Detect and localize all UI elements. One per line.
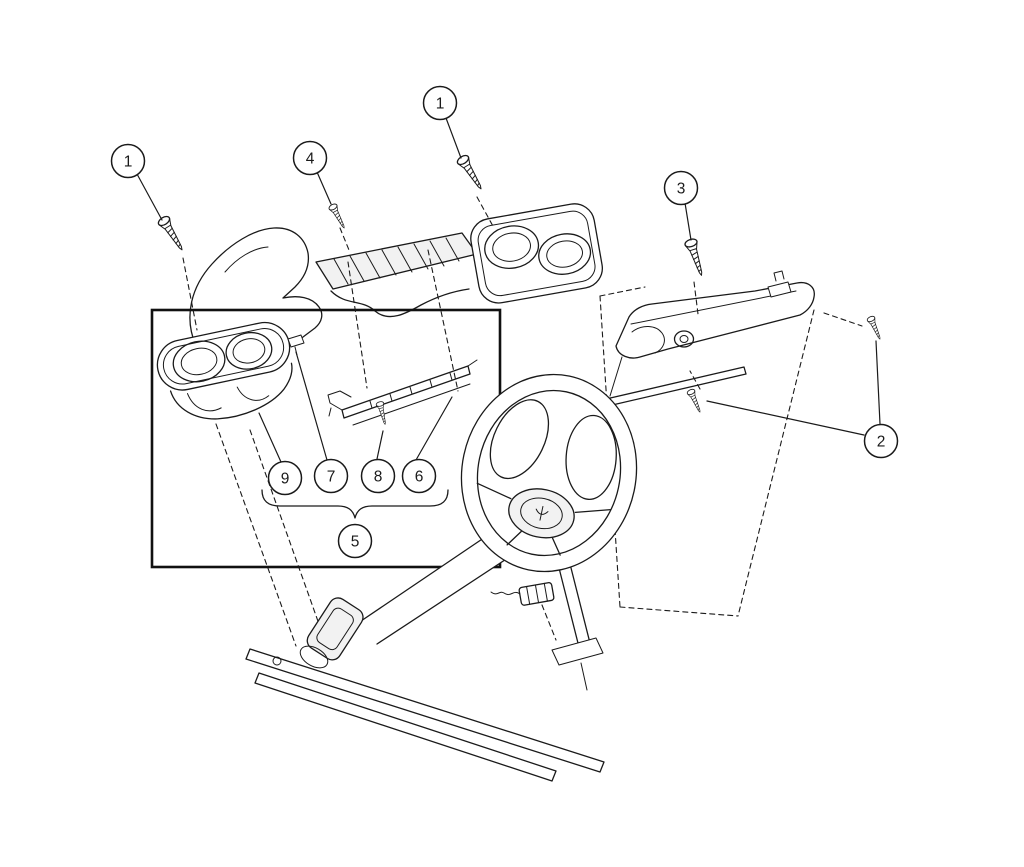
cup-holder-assembly-left: [156, 321, 293, 420]
callout-4: 4: [292, 140, 328, 176]
callout-7-label: 7: [327, 469, 336, 486]
callout-3: 3: [663, 170, 699, 206]
callout-2-label: 2: [877, 434, 886, 451]
callout-5: 5: [337, 523, 373, 559]
leader-lines: [136, 117, 881, 463]
callout-1-upper-left: 1: [110, 143, 146, 179]
callout-4-label: 4: [306, 151, 315, 168]
callout-6: 6: [401, 458, 437, 494]
steering-wheel: [460, 373, 638, 573]
callout-2: 2: [863, 423, 899, 459]
screw-part-4: [327, 202, 349, 231]
callout-5-label: 5: [351, 534, 360, 551]
dashed-leader-lines: [182, 196, 863, 641]
callout-3-label: 3: [677, 181, 686, 198]
cup-holder-module-right: [470, 203, 603, 304]
screw-part-2-left: [685, 387, 705, 415]
callout-8: 8: [360, 458, 396, 494]
callout-9: 9: [267, 460, 303, 496]
mount-rail-part: [327, 359, 478, 426]
callout-1-upper-left-label: 1: [124, 154, 133, 171]
screw-part-2-right: [865, 314, 885, 342]
callout-8-label: 8: [374, 469, 383, 486]
screw-part-1-top: [455, 153, 487, 193]
wire-connector: [490, 582, 555, 606]
panel-hole: [673, 330, 695, 348]
frame-rails: [245, 648, 605, 782]
console-deck: [315, 232, 478, 290]
dash-console-assembly: [189, 203, 603, 356]
grouping-brace: [261, 489, 449, 519]
steering-column: [299, 526, 604, 691]
side-panel-part: [605, 270, 815, 407]
rail-hole: [272, 656, 282, 666]
callout-6-label: 6: [415, 469, 424, 486]
hub-emblem: [535, 505, 549, 521]
callout-1-top-center-label: 1: [436, 96, 445, 113]
callout-1-top-center: 1: [422, 85, 458, 121]
callout-7: 7: [313, 458, 349, 494]
callout-9-label: 9: [281, 471, 290, 488]
screw-part-1-left: [156, 214, 188, 254]
screw-part-3: [683, 237, 709, 278]
